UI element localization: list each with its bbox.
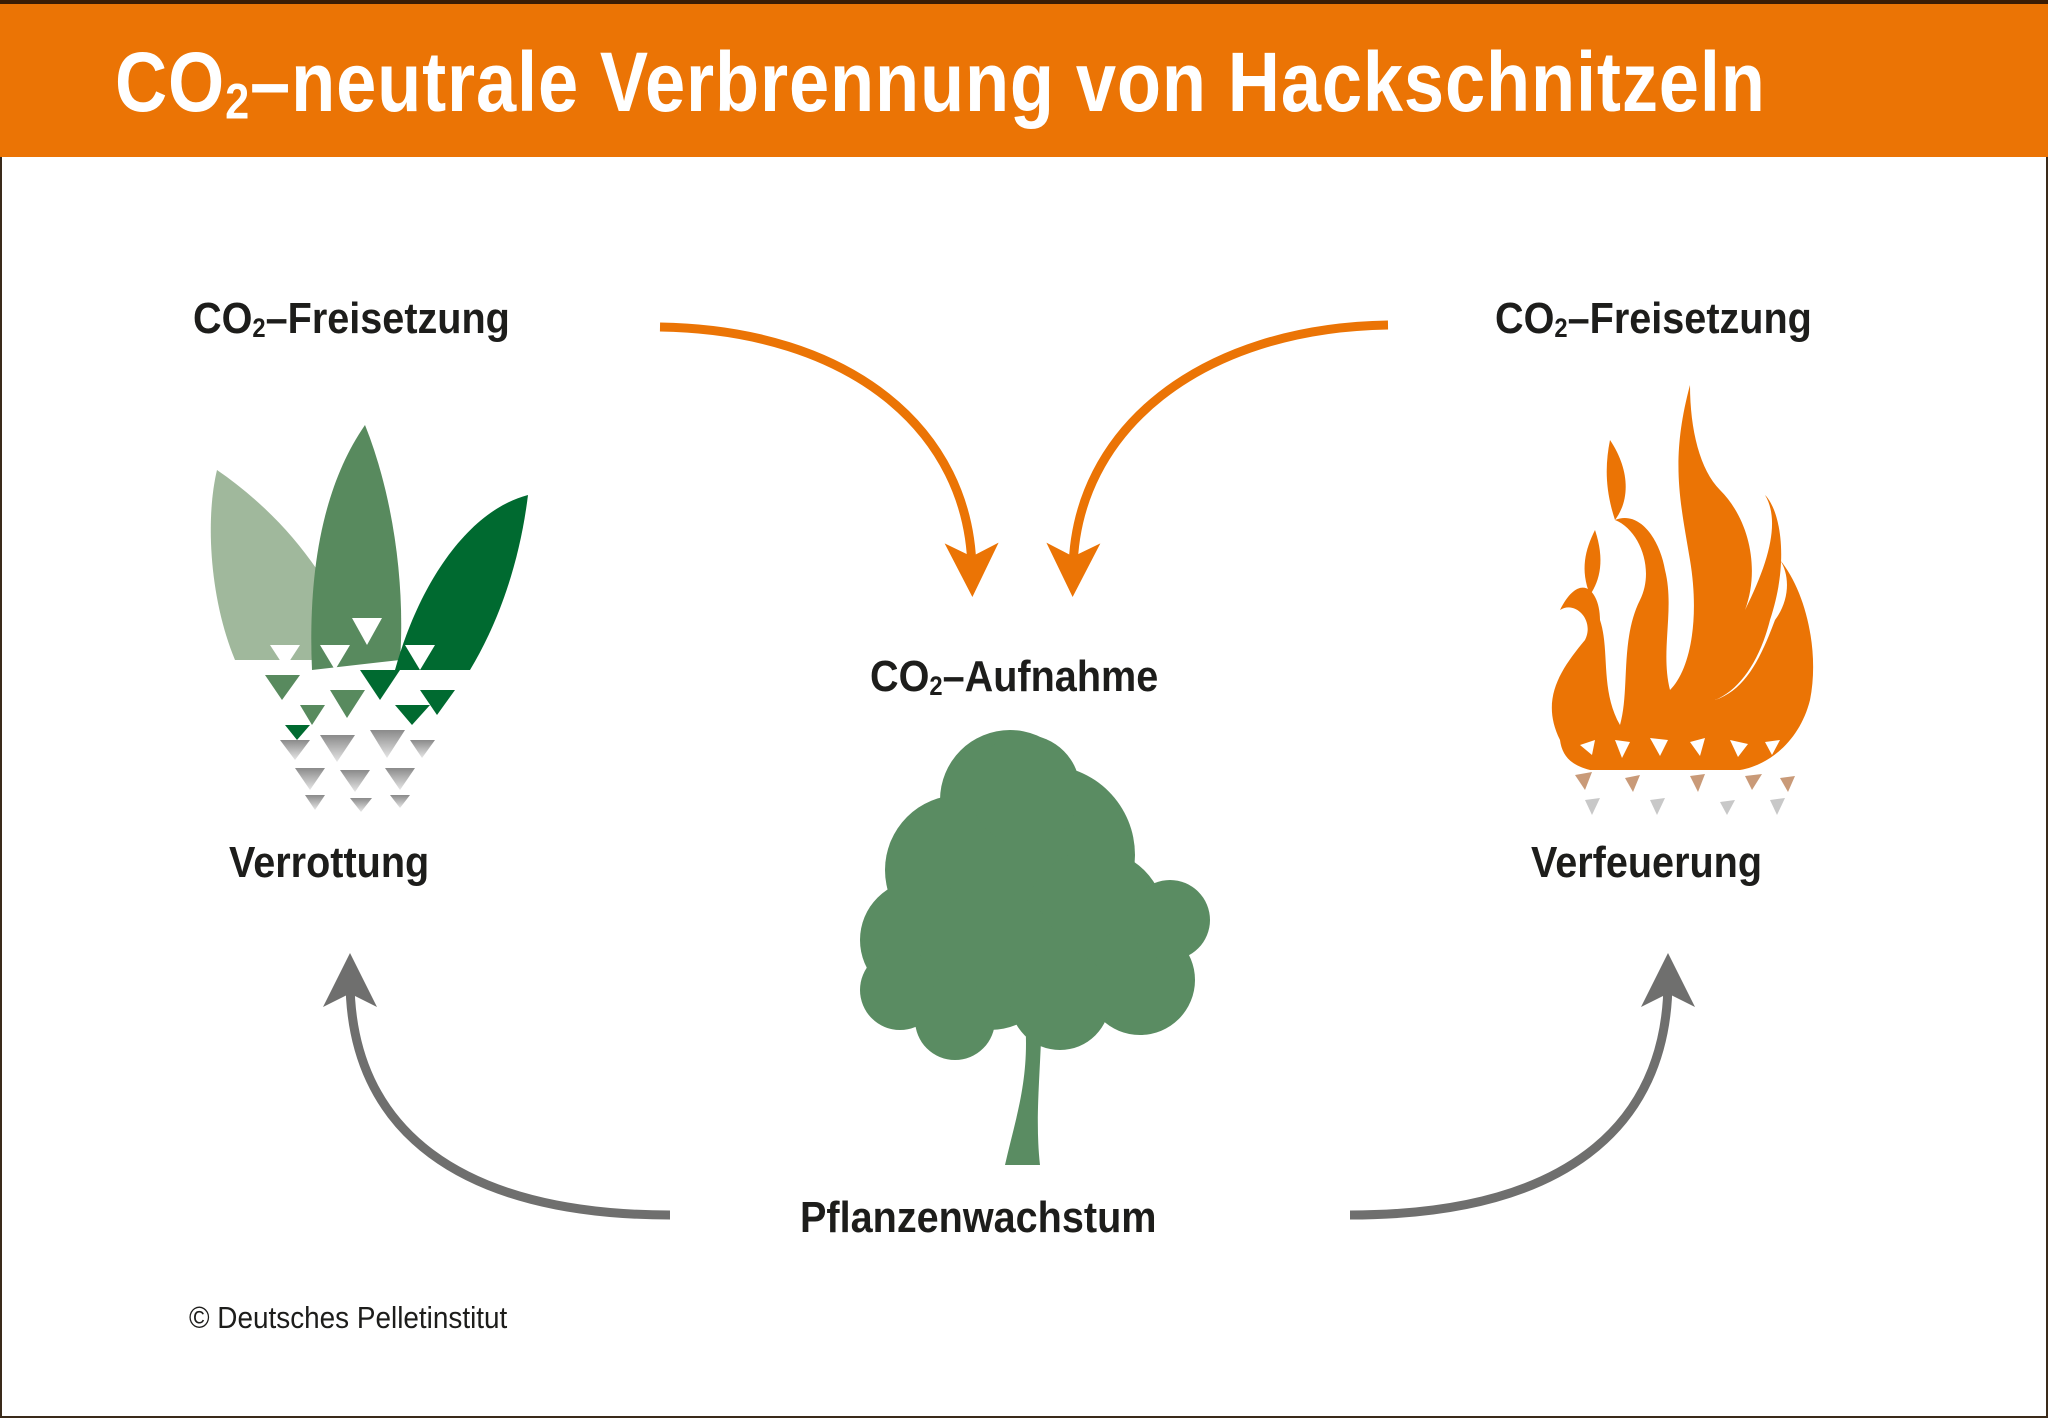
- label-plant-growth: Pflanzenwachstum: [800, 1193, 1157, 1242]
- arrow-release-right-to-uptake: [1046, 320, 1389, 597]
- flame-icon: [1551, 385, 1814, 815]
- page-title: CO2–neutrale Verbrennung von Hackschnitz…: [115, 35, 1766, 130]
- copyright: © Deutsches Pelletinstitut: [189, 1300, 508, 1335]
- tree-icon: [860, 730, 1210, 1165]
- label-co2-release-left: CO2–Freisetzung: [193, 294, 510, 343]
- arrow-release-left-to-uptake: [659, 322, 999, 597]
- label-burning: Verfeuerung: [1531, 838, 1763, 887]
- arrow-growth-to-burning: [1349, 953, 1695, 1220]
- leaves-icon: [210, 425, 528, 812]
- title-banner: CO2–neutrale Verbrennung von Hackschnitz…: [0, 0, 2048, 157]
- label-rotting: Verrottung: [229, 838, 430, 887]
- arrow-growth-to-rotting: [323, 953, 671, 1220]
- label-co2-release-right: CO2–Freisetzung: [1495, 294, 1812, 343]
- label-co2-uptake: CO2–Aufnahme: [870, 652, 1159, 701]
